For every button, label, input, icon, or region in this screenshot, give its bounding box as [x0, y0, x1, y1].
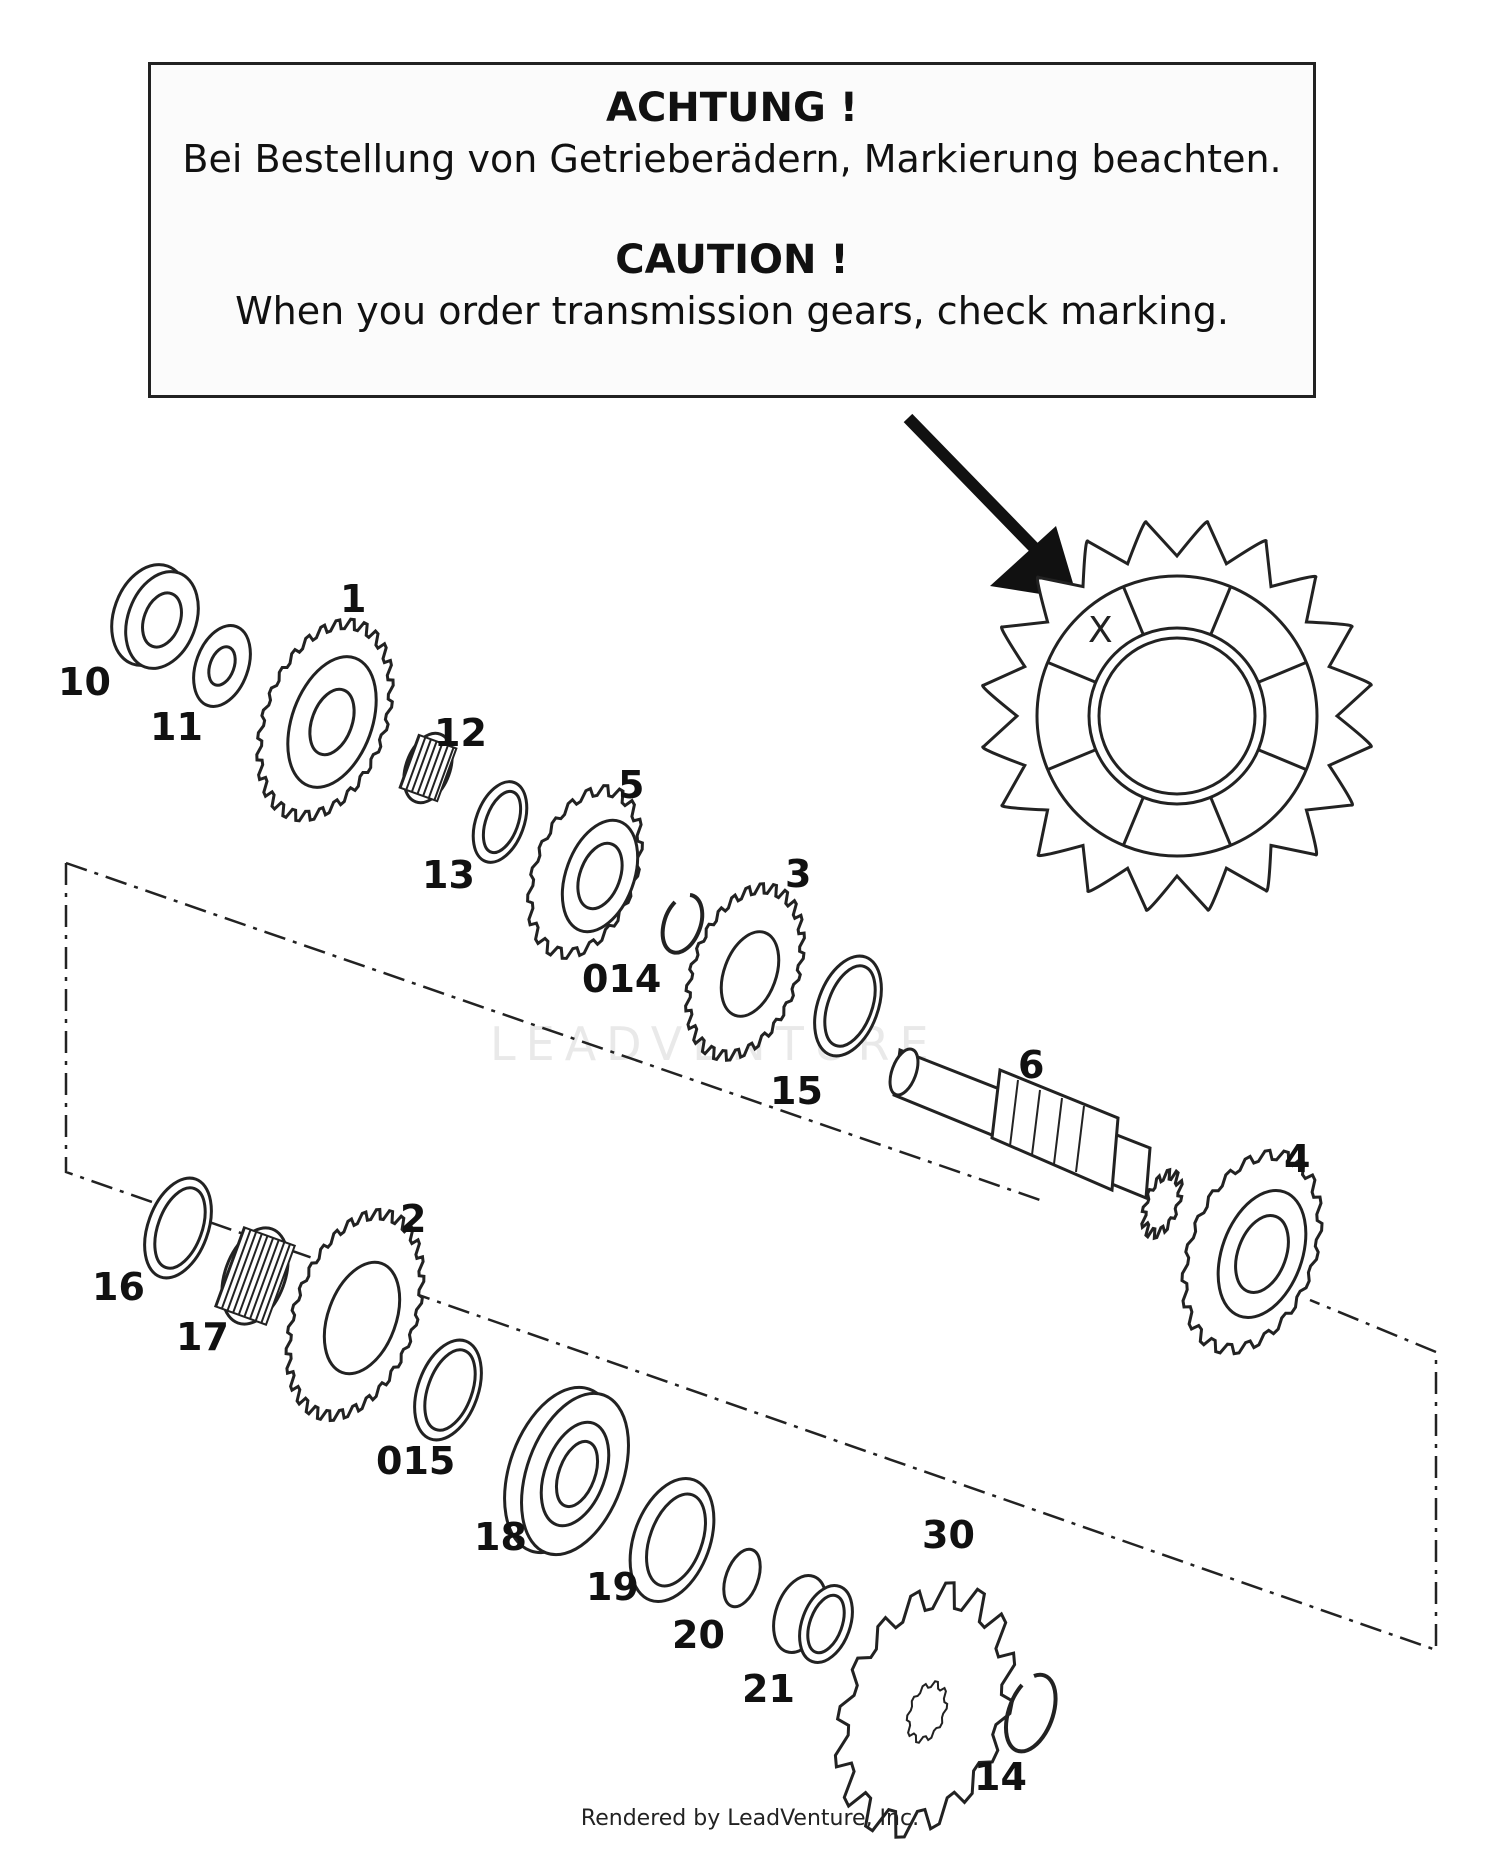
- notice-title-german: ACHTUNG !: [605, 85, 859, 131]
- callout-14: 14: [974, 1755, 1027, 1799]
- part-4-gear: [1180, 1148, 1324, 1356]
- part-015-washer: [413, 1338, 483, 1442]
- part-1-gear: [255, 617, 395, 823]
- part-30-sprocket: [833, 1581, 1017, 1839]
- callout-18: 18: [474, 1515, 527, 1559]
- notice-text-german: Bei Bestellung von Getrieberädern, Marki…: [182, 137, 1282, 181]
- gear-spoke-line: [1209, 796, 1232, 846]
- callout-2: 2: [400, 1197, 426, 1241]
- callout-15: 15: [770, 1069, 823, 1113]
- caution-notice-box: ACHTUNG ! Bei Bestellung von Getrieberäd…: [148, 62, 1316, 398]
- callout-3: 3: [785, 852, 811, 896]
- callout-20: 20: [672, 1613, 725, 1657]
- notice-title-english: CAUTION !: [615, 237, 849, 283]
- part-19-seal: [628, 1476, 716, 1604]
- callout-11: 11: [150, 705, 203, 749]
- part-17-needle-bearing: [213, 1226, 297, 1326]
- part-11-washer: [192, 624, 252, 708]
- callout-12: 12: [434, 711, 487, 755]
- part-3-gear: [684, 882, 806, 1062]
- part-12-needle-bearing: [398, 731, 458, 805]
- callout-015: 015: [376, 1439, 455, 1483]
- callout-16: 16: [92, 1265, 145, 1309]
- callout-labels: 1 2 3 4 5 6 10 11 12 13 014 15 16 17 015…: [58, 577, 1310, 1799]
- callout-1: 1: [340, 577, 366, 621]
- callout-014: 014: [582, 957, 661, 1001]
- callout-13: 13: [422, 853, 475, 897]
- notice-text-english: When you order transmission gears, check…: [235, 289, 1229, 333]
- part-16-washer: [143, 1176, 213, 1280]
- gear-spoke-line: [1047, 748, 1097, 771]
- part-15-washer: [813, 954, 883, 1058]
- callout-21: 21: [742, 1667, 795, 1711]
- gear-marking: X: [1088, 610, 1113, 651]
- part-13-washer: [471, 780, 529, 864]
- part-14-circlip: [1003, 1672, 1058, 1754]
- callout-17: 17: [176, 1315, 229, 1359]
- assembly-boundary-line: [64, 863, 1438, 1652]
- part-18-bearing: [503, 1385, 630, 1557]
- part-2-gear: [284, 1207, 426, 1423]
- part-5-gear: [526, 784, 644, 960]
- gear-spoke-line: [1257, 661, 1307, 684]
- gear-spoke-line: [1209, 586, 1232, 636]
- callout-10: 10: [58, 660, 111, 704]
- callout-5: 5: [618, 763, 644, 807]
- callout-30: 30: [922, 1513, 975, 1557]
- callout-6: 6: [1018, 1043, 1044, 1087]
- gear-spoke-line: [1122, 796, 1145, 846]
- part-21-spacer: [772, 1574, 854, 1664]
- gear-spoke-line: [1122, 586, 1145, 636]
- part-6-shaft: [888, 1047, 1184, 1241]
- callout-4: 4: [1284, 1137, 1310, 1181]
- callout-19: 19: [586, 1565, 639, 1609]
- part-014-circlip: [660, 893, 705, 955]
- gear-spoke-line: [1257, 748, 1307, 771]
- part-10-bearing: [110, 563, 200, 670]
- assembly-boundary-top-line: [65, 861, 1041, 1202]
- marked-gear-detail: X: [981, 520, 1373, 912]
- part-20-o-ring: [722, 1547, 762, 1609]
- marking-arrow: [903, 413, 1078, 600]
- gear-spoke-line: [1047, 661, 1097, 684]
- footer-credit: Rendered by LeadVenture, Inc.: [580, 1806, 920, 1831]
